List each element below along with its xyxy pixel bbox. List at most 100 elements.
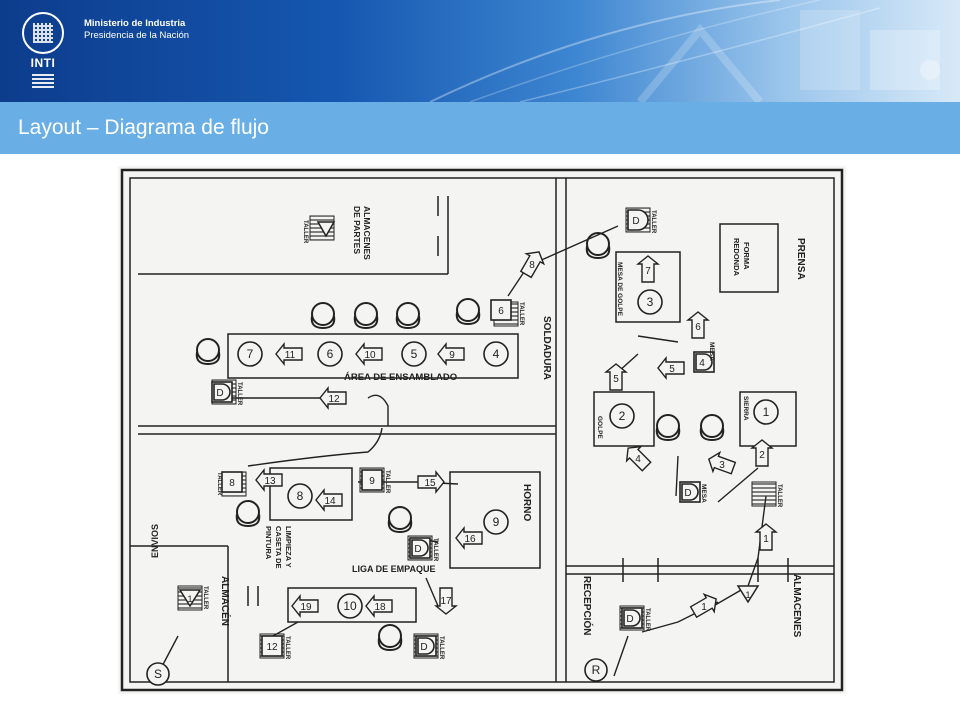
packing-line	[287, 587, 417, 623]
area-horno: HORNO	[521, 484, 532, 521]
transport-10: 10	[364, 350, 376, 361]
ministry-label: Ministerio de Industria Presidencia de l…	[84, 18, 189, 42]
area-ensamblado: ÁREA DE ENSAMBLADO	[344, 372, 457, 383]
area-recepcion: RECEPCIÓN	[581, 576, 594, 635]
header-banner: INTI Ministerio de Industria Presidencia…	[0, 0, 960, 102]
taller-label-2: TALLER	[236, 382, 242, 406]
area-sierra: SIERRA	[742, 396, 749, 421]
taller-label-1: TALLER	[302, 220, 308, 244]
area-soldadura: SOLDADURA	[541, 316, 552, 380]
operation-8: 8	[297, 489, 304, 503]
oven	[449, 471, 541, 569]
slide-title: Layout – Diagrama de flujo	[18, 116, 269, 139]
transport-17: 17	[440, 596, 452, 607]
logo-bars-icon	[32, 74, 54, 88]
flow-diagram: 7 6 5 4 8 9 10 3 2 1	[118, 166, 846, 694]
storage-triangles	[178, 221, 760, 608]
transport-12: 12	[328, 394, 340, 405]
inti-logo	[22, 12, 64, 54]
delay-symbols	[213, 209, 713, 655]
paint-booth	[269, 467, 353, 521]
delay-mesa: D	[684, 488, 691, 499]
transport-3: 3	[719, 460, 725, 471]
area-prensa: PRENSA	[795, 238, 806, 280]
operation-9: 9	[493, 515, 500, 529]
ministry-line-2: Presidencia de la Nación	[84, 30, 190, 41]
area-envios: ENVIOS	[150, 524, 160, 558]
transport-16: 16	[464, 534, 476, 545]
forma-redonda-box	[719, 223, 779, 293]
transport-18: 18	[374, 602, 386, 613]
area-mesa-2: MESA	[700, 484, 707, 503]
operation-6: 6	[327, 347, 334, 361]
area-liga-empaque: LIGA DE EMPAQUE	[352, 564, 436, 574]
logo-grid-icon	[33, 23, 53, 43]
start-label: S	[154, 667, 162, 681]
operation-2: 2	[619, 409, 626, 423]
taller-label-3: TALLER	[518, 302, 524, 326]
operation-3: 3	[647, 295, 654, 309]
transport-2: 2	[759, 450, 765, 461]
receive-symbol	[584, 658, 608, 682]
transport-13: 13	[264, 476, 276, 487]
storage-2: 1	[745, 590, 750, 600]
area-mesa-golpe: MESA DE GOLPE	[616, 262, 623, 317]
area-almacen: ALMACÉN	[219, 576, 232, 626]
operation-5: 5	[411, 347, 418, 361]
logo-text: INTI	[30, 56, 56, 70]
taller-label-4: TALLER	[650, 210, 656, 234]
transport-5a: 5	[669, 364, 675, 375]
transport-9: 9	[449, 350, 455, 361]
inspection-8: 8	[229, 478, 235, 489]
taller-label-11: TALLER	[644, 608, 650, 632]
outer-wall	[120, 168, 844, 692]
taller-label-9: TALLER	[284, 636, 290, 660]
area-limpieza-2: CASETA DE	[274, 526, 283, 569]
taller-label-8: TALLER	[202, 586, 208, 610]
area-almacen-partes-2: DE PARTES	[352, 206, 362, 254]
transport-5b: 5	[613, 374, 619, 385]
taller-label-7: TALLER	[432, 538, 438, 562]
ministry-line-1: Ministerio de Industria	[84, 18, 186, 29]
transport-19: 19	[300, 602, 312, 613]
transport-1a: 1	[763, 534, 769, 545]
operation-10: 10	[343, 599, 357, 613]
transport-8: 8	[529, 260, 535, 271]
inner-wall	[129, 177, 835, 683]
inspection-12: 12	[266, 642, 278, 653]
operation-7: 7	[247, 347, 254, 361]
transport-arrows	[255, 251, 778, 619]
transport-11: 11	[285, 350, 296, 361]
operation-circles	[237, 289, 779, 619]
delay-taller-top: D	[632, 216, 639, 227]
transport-7: 7	[645, 266, 651, 277]
delay-recepcion: D	[626, 614, 633, 625]
delay-empaque: D	[420, 642, 427, 653]
taller-stations	[177, 207, 777, 659]
header-decoration	[429, 0, 940, 102]
delay-horno: D	[414, 544, 421, 555]
operation-1: 1	[763, 405, 770, 419]
receive-label: R	[592, 663, 601, 677]
start-symbol	[146, 662, 170, 686]
inspection-9: 9	[369, 476, 375, 487]
interior-walls	[130, 178, 834, 682]
inspection-6: 6	[498, 306, 504, 317]
golpe-box	[593, 391, 655, 447]
taller-label-12: TALLER	[776, 484, 782, 508]
taller-label-10: TALLER	[438, 636, 444, 660]
area-mesa-1: MESA	[708, 342, 715, 361]
mesa-golpe-box	[615, 251, 681, 323]
area-limpieza-3: PINTURA	[264, 526, 273, 560]
transport-4: 4	[635, 454, 641, 465]
taller-label-6: TALLER	[384, 470, 390, 494]
area-forma-2: REDONDA	[732, 238, 741, 277]
storage-1: 1	[187, 594, 192, 604]
area-limpieza-1: LIMPIEZA Y	[284, 526, 293, 568]
operation-4: 4	[493, 347, 500, 361]
delay-taller-left: D	[216, 388, 223, 399]
area-almacen-partes-1: ALMACENES	[362, 206, 372, 260]
taller-label-5: TALLER	[216, 472, 222, 496]
assembly-line	[227, 333, 519, 379]
transport-1b: 1	[701, 602, 707, 613]
